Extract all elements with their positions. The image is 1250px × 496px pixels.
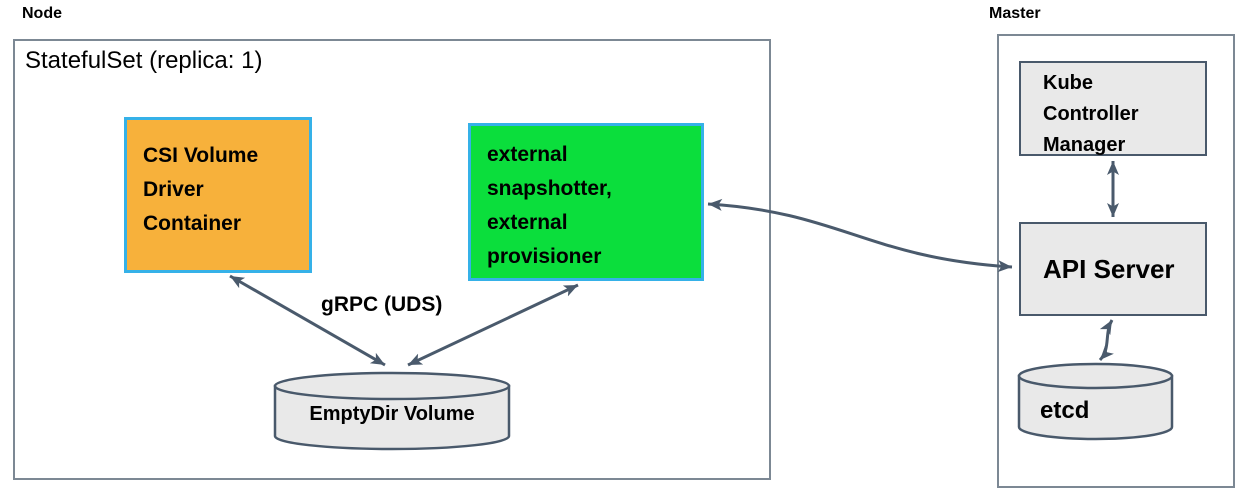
statefulset-title: StatefulSet (replica: 1) [25,47,263,74]
api-server-box: API Server [1019,222,1207,316]
kube-controller-manager-label: Kube Controller Manager [1043,72,1139,156]
external-sidecars-label: external snapshotter, external provision… [487,143,612,268]
master-section-label: Master [989,5,1041,22]
csi-volume-driver-container-label: CSI Volume Driver Container [143,144,259,235]
emptydir-volume-label: EmptyDir Volume [309,403,475,425]
kube-controller-manager-box: Kube Controller Manager [1019,61,1207,156]
csi-volume-driver-container-box: CSI Volume Driver Container [124,117,312,273]
etcd-label: etcd [1040,397,1090,424]
external-sidecars-box: external snapshotter, external provision… [468,123,704,281]
api-server-label: API Server [1043,253,1175,284]
grpc-uds-label: gRPC (UDS) [321,293,443,316]
node-section-label: Node [22,5,62,22]
